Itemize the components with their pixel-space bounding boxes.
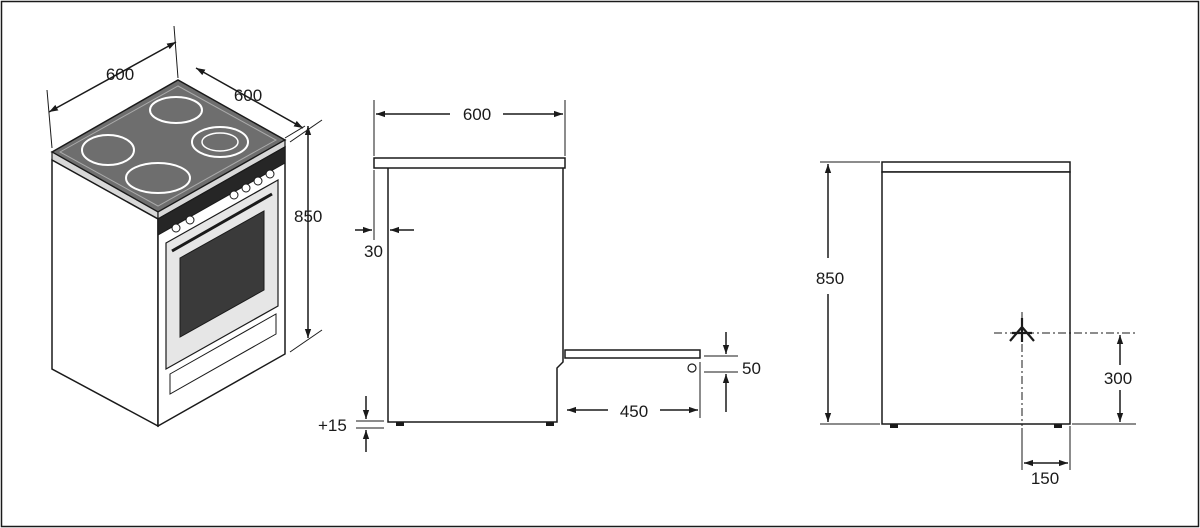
control-knob [171,223,181,233]
cooking-zone-front [125,162,191,194]
control-knob [229,190,239,200]
back-view: 850 300 150 [816,161,1136,488]
back-connection-height-label: 300 [1104,369,1132,388]
door-handle [171,192,273,253]
back-body [881,171,1071,425]
perspective-view: 600 600 850 [46,25,322,428]
perspective-depth-label: 600 [234,86,262,105]
control-panel [157,146,286,236]
connection-symbol-icon [1009,318,1035,342]
perspective-height-label: 850 [294,207,322,226]
side-door-thickness-label: 50 [742,359,761,378]
back-connection-offset-label: 150 [1031,469,1059,488]
storage-drawer [169,313,277,395]
side-feet-label: +15 [318,416,347,435]
side-view: 600 30 +15 450 50 [318,100,761,452]
control-knob [265,169,275,179]
side-overhang-label: 30 [364,242,383,261]
side-body [387,168,564,423]
control-knob [253,176,263,186]
side-worktop [373,157,566,169]
perspective-width-label: 600 [106,65,134,84]
back-height-label: 850 [816,269,844,288]
side-door-open-label: 450 [620,402,648,421]
cooking-zone-left [81,134,135,166]
control-knob [241,183,251,193]
side-width-label: 600 [463,105,491,124]
control-knob [185,215,195,225]
back-worktop [881,161,1071,173]
oven-window [179,210,265,338]
side-open-door [564,349,701,359]
